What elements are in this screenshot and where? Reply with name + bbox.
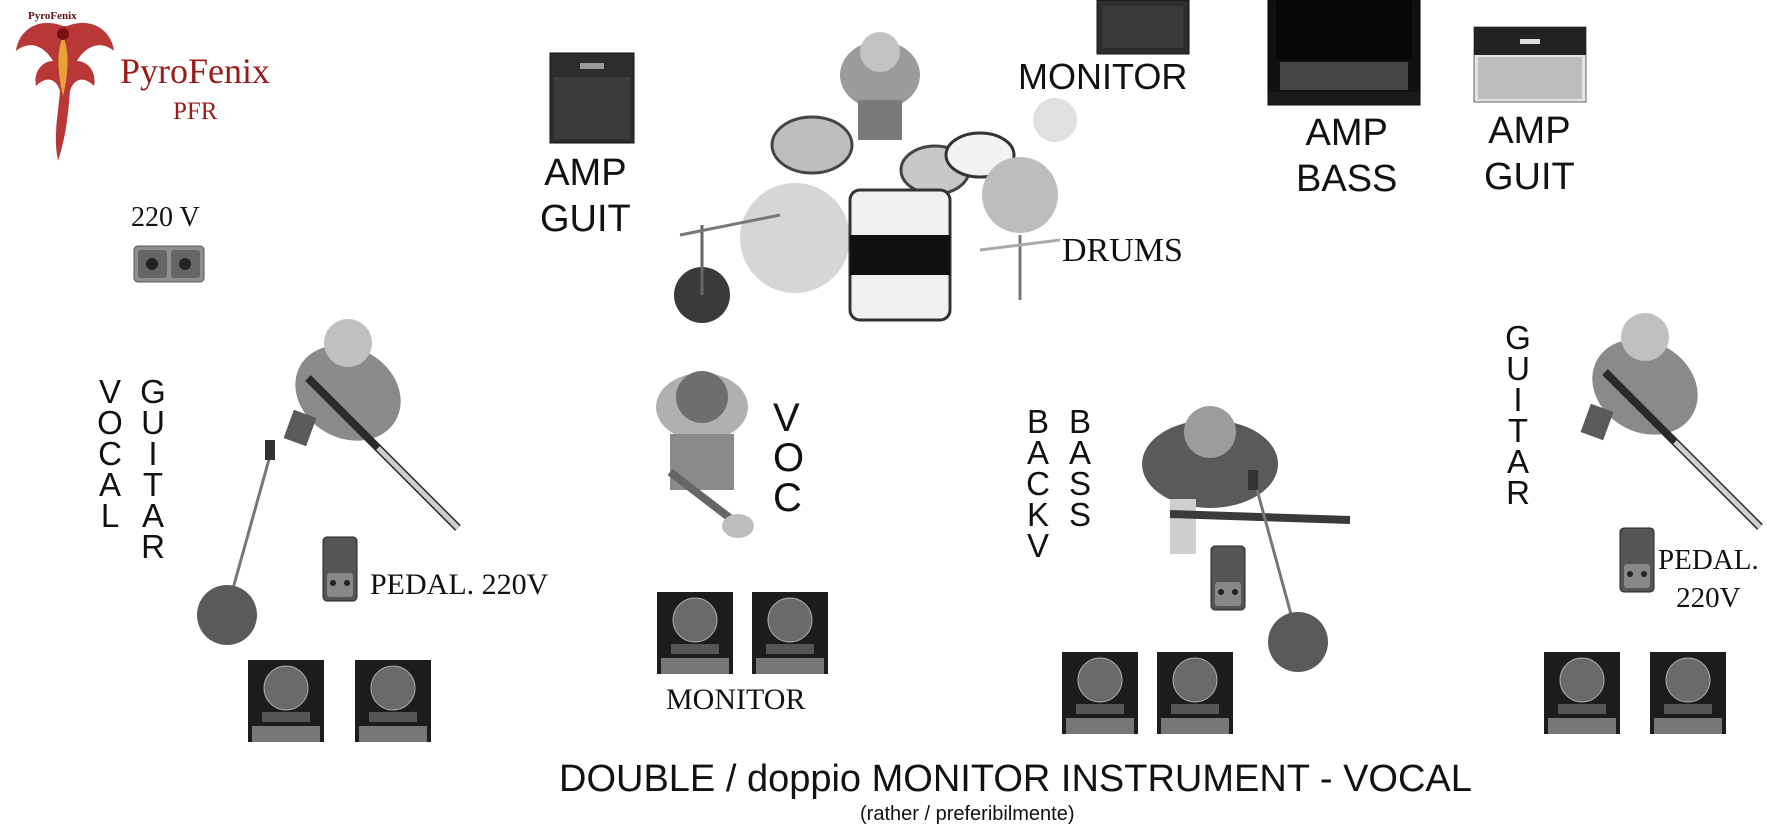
musician-icon	[1580, 313, 1763, 530]
voc-label: V O C	[773, 396, 805, 520]
monitor-wedge-icon	[355, 660, 431, 742]
mic-stand-icon	[1248, 470, 1328, 672]
power-outlet-icon	[133, 245, 205, 283]
musician-icon	[656, 371, 754, 538]
monitor-wedge-icon	[752, 592, 828, 674]
monitor-wedge-icon	[1062, 652, 1138, 734]
footer-title: DOUBLE / doppio MONITOR INSTRUMENT - VOC…	[559, 758, 1472, 800]
amp-guit-right-label: AMP GUIT	[1484, 110, 1575, 198]
monitor-top-icon	[1096, 0, 1190, 55]
pedal-icon	[1210, 545, 1246, 611]
pedal-left-label: PEDAL. 220V	[370, 568, 549, 601]
phoenix-logo-icon	[16, 22, 114, 162]
musician-icon	[1142, 406, 1351, 554]
monitor-wedge-icon	[248, 660, 324, 742]
monitor-wedge-icon	[1544, 652, 1620, 734]
drum-kit-icon	[674, 32, 1077, 323]
logo-abbr: PFR	[173, 98, 218, 125]
monitor-wedge-icon	[1157, 652, 1233, 734]
guitar-right-label: G U I T A R	[1505, 319, 1531, 511]
monitor-center-label: MONITOR	[666, 683, 806, 716]
pedal-icon	[1619, 527, 1655, 593]
back-v-label: B A C K V	[1026, 403, 1050, 564]
logo-name: PyroFenix	[120, 51, 271, 91]
amp-bass-icon	[1267, 0, 1421, 106]
musician-icon	[283, 319, 461, 531]
pedal-right-label: PEDAL. 220V	[1658, 544, 1759, 614]
footer-subtitle: (rather / preferibilmente)	[860, 803, 1075, 825]
guitar-left-label: G U I T A R	[140, 373, 166, 565]
pedal-icon	[322, 536, 358, 602]
amp-guit-right-icon	[1473, 26, 1587, 103]
monitor-top-label: MONITOR	[1018, 56, 1188, 97]
amp-bass-label: AMP BASS	[1296, 112, 1398, 200]
mic-stand-icon	[197, 440, 275, 645]
power-label: 220 V	[131, 202, 200, 233]
drums-label: DRUMS	[1062, 232, 1183, 269]
bass-label: B A S S	[1068, 403, 1091, 533]
monitor-wedge-icon	[1650, 652, 1726, 734]
monitor-wedge-icon	[657, 592, 733, 674]
logo-top-text: PyroFenix	[28, 10, 77, 22]
logo: PyroFenix PyroFenix PFR	[8, 6, 271, 166]
vocal-label: V O C A L	[97, 373, 123, 534]
amp-icon	[549, 52, 635, 144]
amp-guit-left-label: AMP GUIT	[540, 152, 631, 240]
